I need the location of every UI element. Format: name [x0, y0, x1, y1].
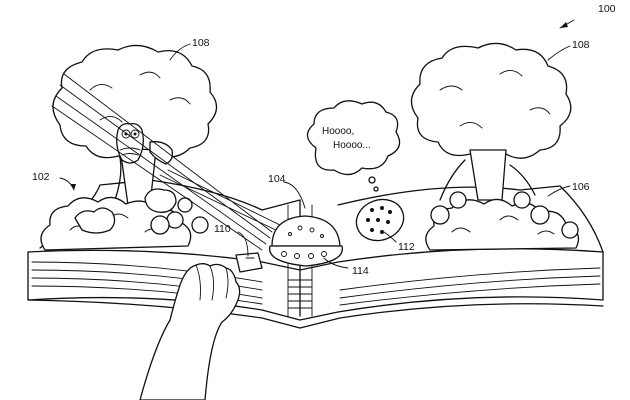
- ref-108-right: 108: [572, 39, 590, 51]
- ref-102: 102: [32, 171, 50, 183]
- left-tree: [40, 44, 218, 251]
- projector-device: [269, 215, 343, 267]
- ref-100: 100: [598, 3, 616, 15]
- ref-114: 114: [352, 265, 369, 277]
- bubble-line-2: Hoooo...: [333, 140, 371, 151]
- hand: [139, 252, 263, 400]
- reference-leaders: [59, 19, 575, 269]
- bubble-line-1: Hoooo,: [322, 126, 354, 137]
- ref-110: 110: [214, 223, 231, 235]
- speaker-element: [355, 198, 405, 242]
- speech-bubble: Hoooo, Hoooo...: [306, 100, 401, 192]
- ref-106: 106: [572, 181, 590, 193]
- ref-112: 112: [398, 241, 415, 253]
- ref-104: 104: [268, 173, 286, 185]
- projection-beams: [51, 73, 283, 251]
- ref-108-left: 108: [192, 37, 210, 49]
- right-tree: [410, 42, 580, 251]
